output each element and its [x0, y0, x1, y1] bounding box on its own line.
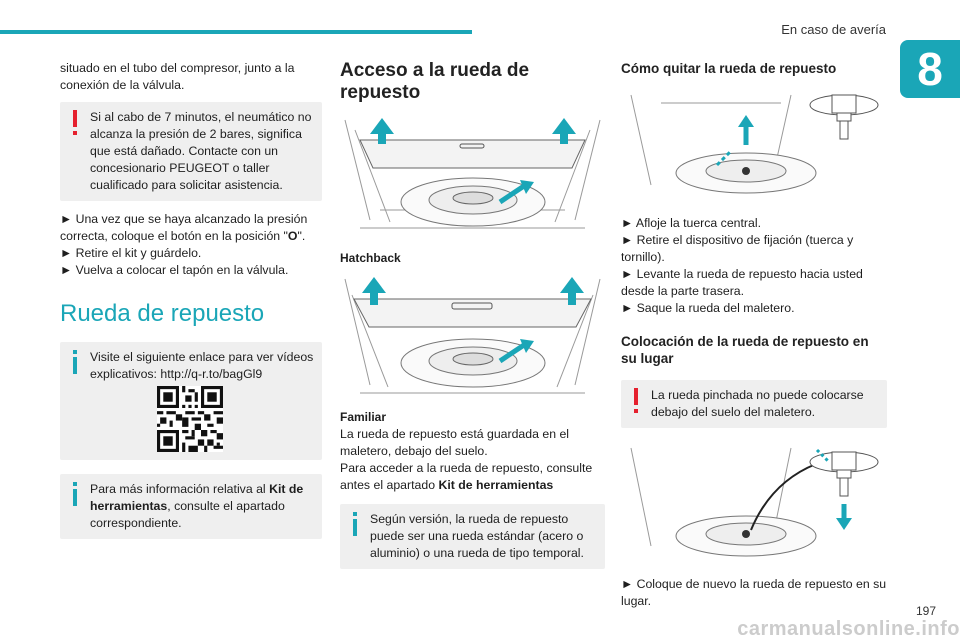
heading-remove: Cómo quitar la rueda de repuesto [621, 61, 837, 76]
arrow-up-icon [738, 115, 754, 127]
qr-code[interactable] [157, 386, 223, 452]
step-item: ► Una vez que se haya alcanzado la presi… [60, 212, 308, 243]
info-note-version: Según versión, la rueda de repuesto pued… [340, 504, 605, 569]
info-text: Según versión, la rueda de repuesto pued… [370, 512, 584, 560]
step-item: ► Afloje la tuerca central. [621, 216, 761, 230]
chapter-badge: 8 [900, 40, 960, 98]
info-note-tools: Para más información relativa al Kit de … [60, 474, 322, 539]
step-item: ► Retire el dispositivo de fijación (tue… [621, 233, 854, 264]
page-number: 197 [915, 604, 936, 618]
caption-hatchback: Hatchback [340, 251, 401, 265]
warning-note-flat-tyre: La rueda pinchada no puede colocarse deb… [621, 380, 887, 428]
step-item: ► Saque la rueda del maletero. [621, 301, 795, 315]
info-icon [348, 512, 362, 538]
step-item: ► Vuelva a colocar el tapón en la válvul… [60, 263, 289, 277]
arrow-up-icon [370, 118, 576, 144]
section-title: En caso de avería [781, 22, 886, 37]
caption-familiar: Familiar [340, 410, 387, 424]
remove-steps: ► Afloje la tuerca central. ► Retire el … [621, 215, 887, 317]
place-step: ► Coloque de nuevo la rueda de repuesto … [621, 577, 887, 608]
warning-icon [629, 388, 643, 414]
heading-access: Acceso a la rueda de repuesto [340, 60, 530, 103]
warning-text: Si al cabo de 7 minutos, el neumático no… [90, 110, 312, 192]
step-item: ► Levante la rueda de repuesto hacia ust… [621, 267, 863, 298]
arrow-down-icon [836, 518, 852, 530]
warning-icon [68, 110, 82, 136]
column-2: Acceso a la rueda de repuesto Hatchback [340, 60, 605, 569]
warning-text: La rueda pinchada no puede colocarse deb… [651, 388, 864, 419]
figure-familiar-trunk [340, 275, 605, 397]
warning-note-pressure: Si al cabo de 7 minutos, el neumático no… [60, 102, 322, 201]
figure-hatchback-trunk [340, 110, 605, 236]
info-text: Para más información relativa al Kit de … [90, 482, 304, 530]
info-icon [68, 482, 82, 508]
info-icon [68, 350, 82, 376]
column-1: situado en el tubo del compresor, junto … [60, 60, 322, 539]
watermark: carmanualsonline.info [737, 618, 960, 640]
arrow-up-icon [362, 277, 584, 305]
heading-place: Colocación de la rueda de repuesto en su… [621, 334, 869, 366]
figure-remove-spare [621, 85, 887, 197]
steps-list: ► Una vez que se haya alcanzado la presi… [60, 211, 322, 279]
figure-place-spare [621, 442, 887, 560]
header-accent-bar [0, 30, 472, 34]
info-note-video: Visite el siguiente enlace para ver víde… [60, 342, 322, 460]
heading-spare-wheel: Rueda de repuesto [60, 300, 265, 327]
access-text-1: La rueda de repuesto está guardada en el… [340, 427, 570, 458]
info-text: Visite el siguiente enlace para ver víde… [90, 350, 314, 381]
access-text-2: Para acceder a la rueda de repuesto, con… [340, 461, 593, 492]
column-3: Cómo quitar la rueda de repuesto ► Afloj… [621, 60, 887, 610]
intro-text: situado en el tubo del compresor, junto … [60, 61, 295, 92]
step-item: ► Retire el kit y guárdelo. [60, 246, 202, 260]
